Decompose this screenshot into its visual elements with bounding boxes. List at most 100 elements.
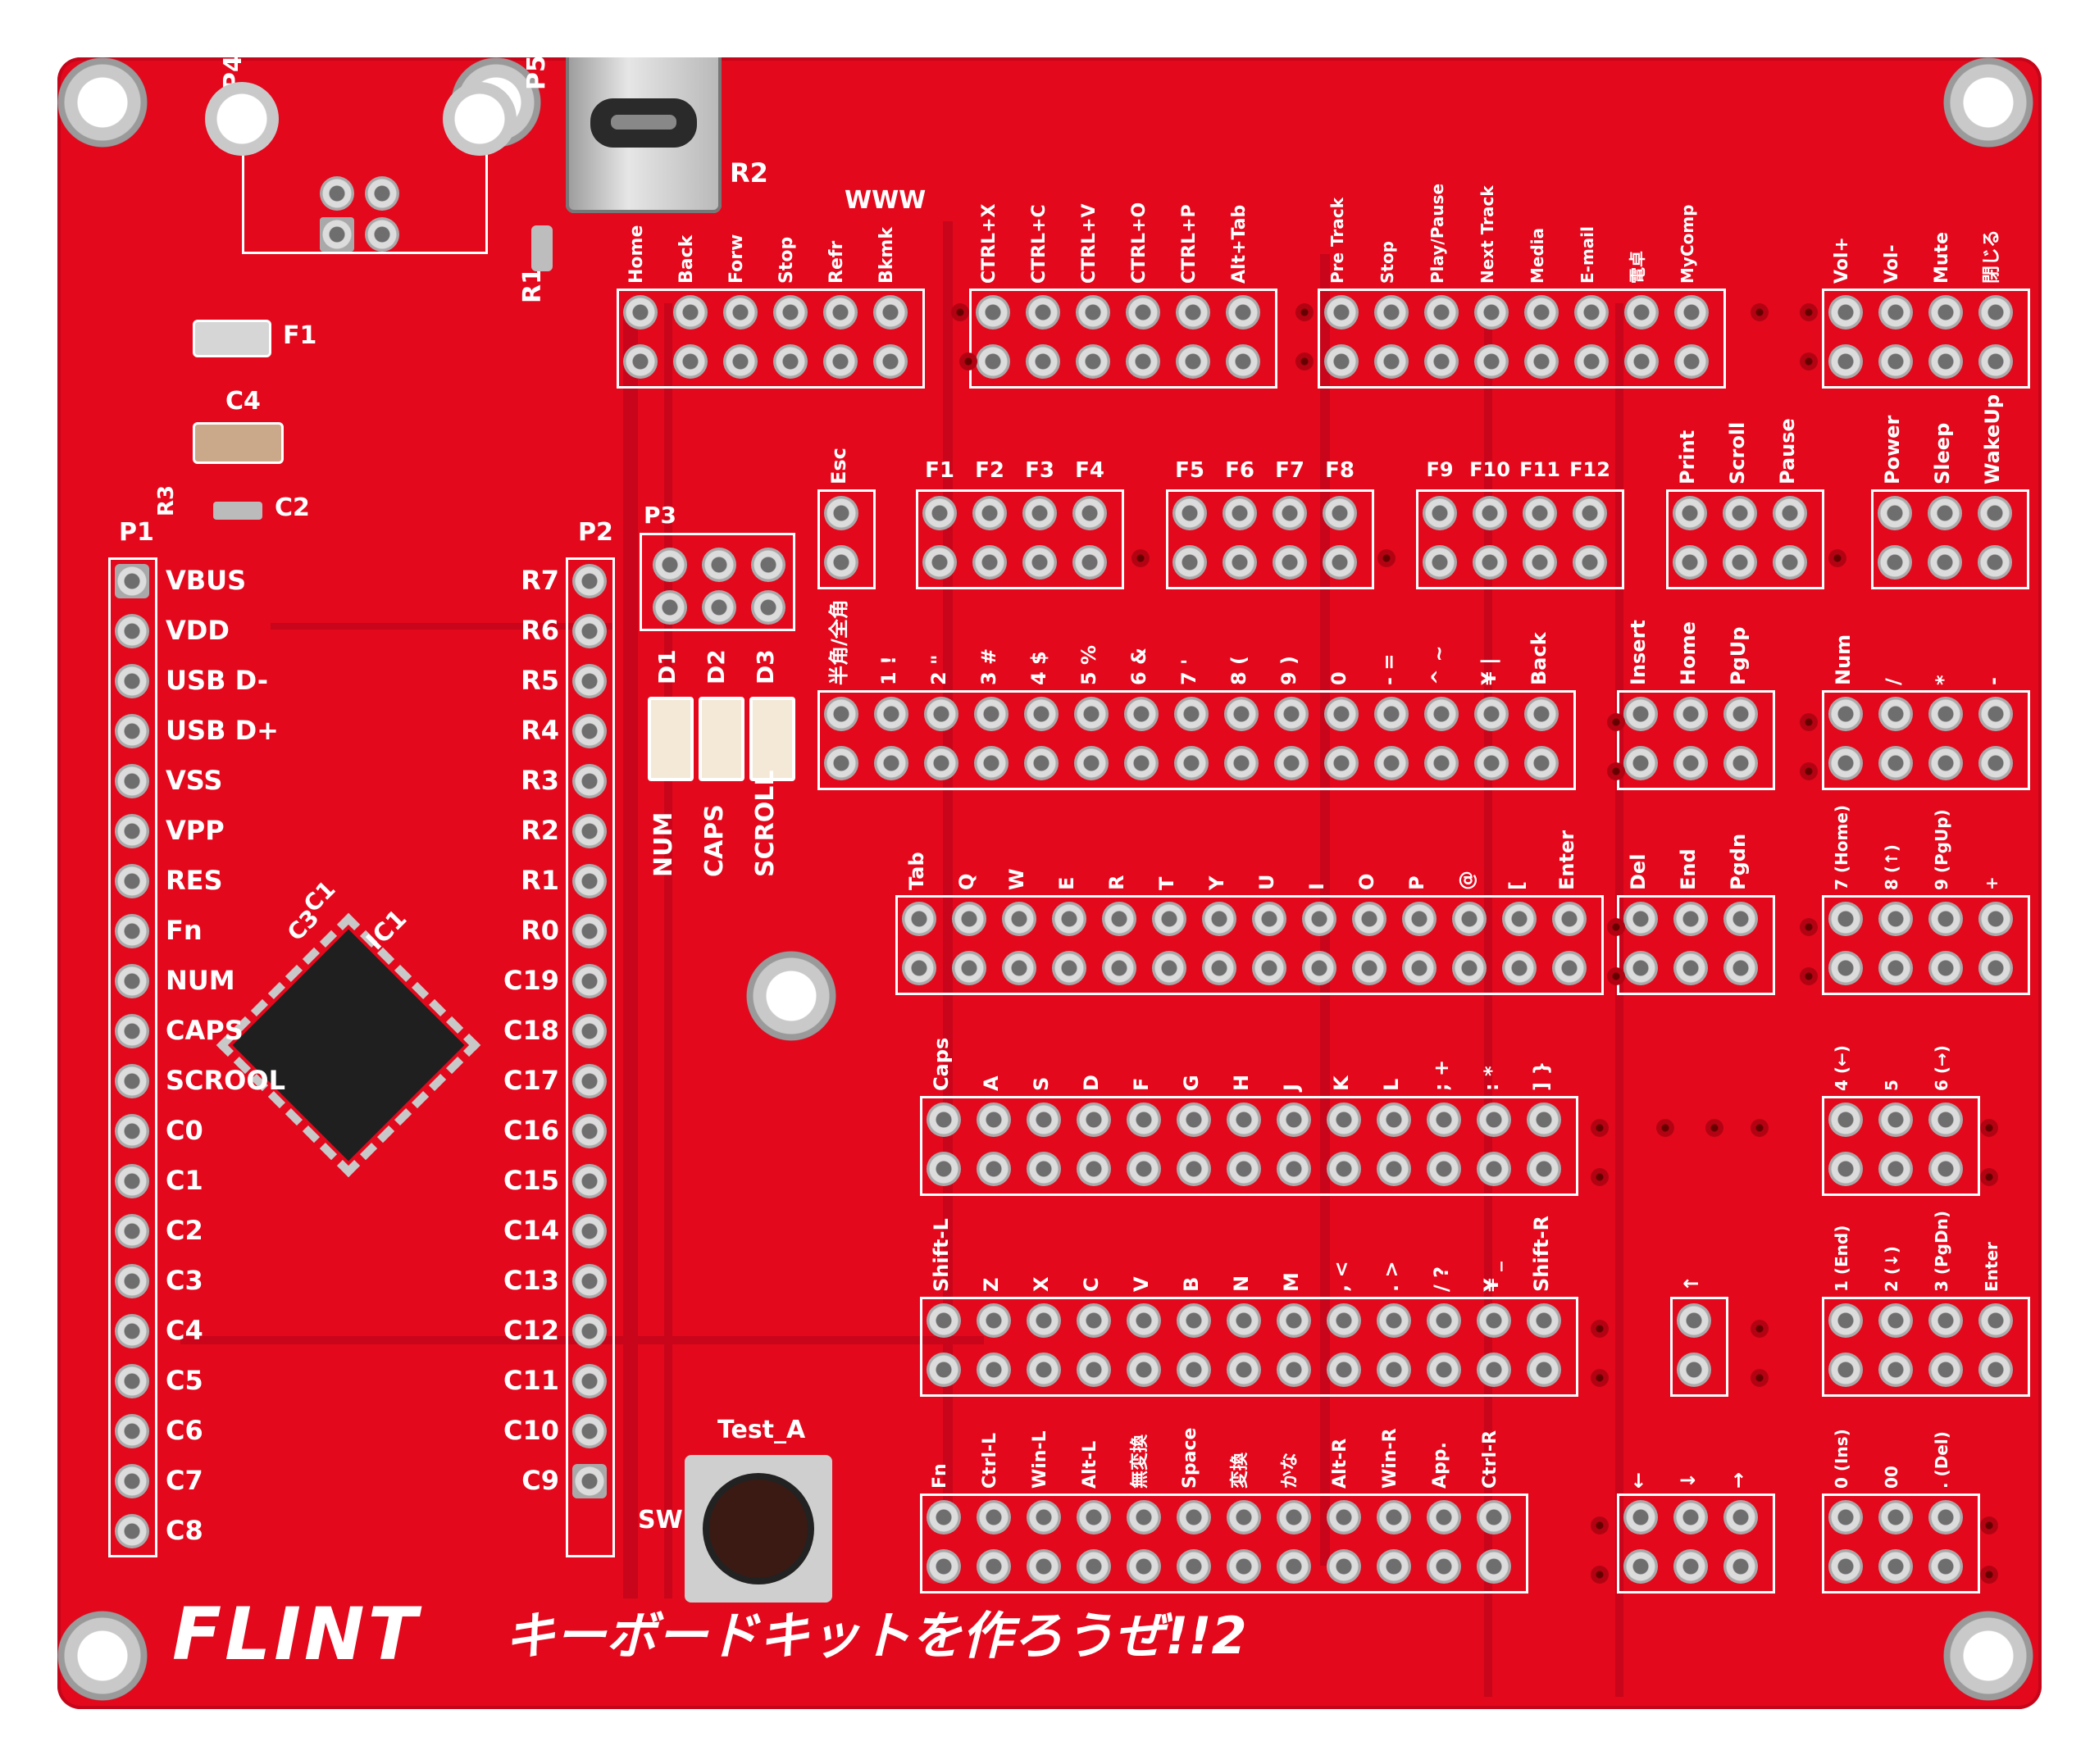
switch-pad <box>1623 697 1658 731</box>
header-pad <box>115 1314 149 1348</box>
key-label: 2 " <box>927 654 950 685</box>
key-label: Refr <box>826 240 847 284</box>
switch-pad <box>1324 344 1359 379</box>
via <box>1591 1516 1609 1534</box>
logo-subtitle: キーボードキットを作ろうぜ!!2 <box>504 1606 1247 1666</box>
switch-pad <box>1978 902 2013 936</box>
header-pad <box>115 1114 149 1148</box>
switch-pad <box>873 344 908 379</box>
switch-pad <box>824 496 858 530</box>
key-label: 8 (↑) <box>1882 844 1901 890</box>
key-label: PgUp <box>1727 626 1750 685</box>
switch-pad <box>1172 496 1207 530</box>
switch-footprint <box>1318 289 1726 389</box>
key-label: 8 ( <box>1227 655 1250 685</box>
switch-pad <box>1327 1500 1361 1534</box>
p4-pad <box>320 217 354 252</box>
switch-footprint <box>920 1096 1578 1196</box>
ref-d1: D1 <box>653 649 681 684</box>
mounting-hole <box>57 57 148 148</box>
switch-pad <box>1978 545 2012 580</box>
switch-footprint <box>817 690 1576 790</box>
key-label: L <box>1380 1078 1403 1091</box>
switch-pad <box>1427 1303 1461 1338</box>
tact-switch-sw1[interactable] <box>685 1455 832 1603</box>
key-label: J <box>1280 1084 1303 1091</box>
header-pad <box>115 1214 149 1248</box>
pin-label: C3 <box>166 1265 203 1296</box>
switch-pad <box>1277 1549 1311 1584</box>
key-label: F2 <box>975 458 1004 483</box>
ref-f1: F1 <box>283 321 317 350</box>
key-label: 3 # <box>977 648 1000 685</box>
switch-pad <box>1252 951 1286 985</box>
switch-pad <box>1623 951 1658 985</box>
key-label: Play/Pause <box>1427 183 1447 284</box>
switch-pad <box>1523 496 1557 530</box>
switch-pad <box>1677 1303 1711 1338</box>
key-label: ¥ | <box>1477 657 1500 685</box>
key-label: F4 <box>1075 458 1104 483</box>
switch-pad <box>952 902 986 936</box>
ref-p1: P1 <box>119 518 154 547</box>
ref-p2: P2 <box>578 518 613 547</box>
switch-pad <box>927 1500 961 1534</box>
header-pad <box>572 1364 607 1398</box>
via <box>1656 1119 1674 1137</box>
pin-label: USB D+ <box>166 715 279 746</box>
pin-label: C2 <box>166 1215 203 1246</box>
label-www: WWW <box>845 186 927 215</box>
jumper-pad <box>751 548 785 582</box>
switch-pad <box>1277 1102 1311 1137</box>
key-label: C <box>1080 1277 1103 1292</box>
key-label: Home <box>626 225 647 284</box>
header-pad <box>115 1164 149 1198</box>
key-label: 無変換 <box>1130 1434 1150 1489</box>
pin-label: R7 <box>521 565 559 596</box>
switch-pad <box>1573 496 1607 530</box>
mcu-ic1 <box>216 912 481 1178</box>
via <box>1295 352 1314 371</box>
pin-label: R6 <box>521 615 559 646</box>
switch-pad <box>1677 1353 1711 1387</box>
header-pad <box>115 614 149 648</box>
via <box>1607 762 1625 780</box>
key-label: End <box>1677 848 1700 890</box>
switch-pad <box>1828 746 1863 780</box>
switch-pad <box>1377 1500 1411 1534</box>
switch-pad <box>1177 1303 1211 1338</box>
key-label: 0 (Ins) <box>1832 1429 1851 1489</box>
switch-pad <box>1427 1549 1461 1584</box>
switch-pad <box>1424 295 1459 330</box>
switch-pad <box>902 902 936 936</box>
switch-footprint <box>1617 690 1775 790</box>
header-pad <box>572 814 607 848</box>
header-pad <box>115 1264 149 1298</box>
resistor-r1 <box>531 225 553 271</box>
key-label: Q <box>955 873 978 890</box>
key-label: 0 <box>1327 671 1350 685</box>
switch-footprint <box>1871 489 2029 589</box>
switch-pad <box>1477 1549 1511 1584</box>
via <box>1591 1566 1609 1584</box>
switch-pad <box>1574 295 1609 330</box>
switch-pad <box>1352 902 1386 936</box>
via <box>1751 1369 1769 1387</box>
switch-pad <box>1928 295 1963 330</box>
key-label: ] } <box>1530 1061 1553 1091</box>
capacitor-c2 <box>213 502 262 520</box>
key-label: S <box>1030 1076 1053 1091</box>
header-pad <box>115 1014 149 1048</box>
switch-pad <box>1152 951 1186 985</box>
key-label: 9 ) <box>1277 655 1300 685</box>
switch-pad <box>1072 545 1107 580</box>
key-label: W <box>1005 868 1028 890</box>
switch-pad <box>1928 1549 1963 1584</box>
switch-pad <box>1623 1500 1658 1534</box>
switch-pad <box>824 697 858 731</box>
key-label: E <box>1055 876 1078 890</box>
key-label: X <box>1030 1276 1053 1292</box>
switch-pad <box>972 496 1007 530</box>
switch-pad <box>1274 746 1309 780</box>
switch-pad <box>977 1102 1011 1137</box>
